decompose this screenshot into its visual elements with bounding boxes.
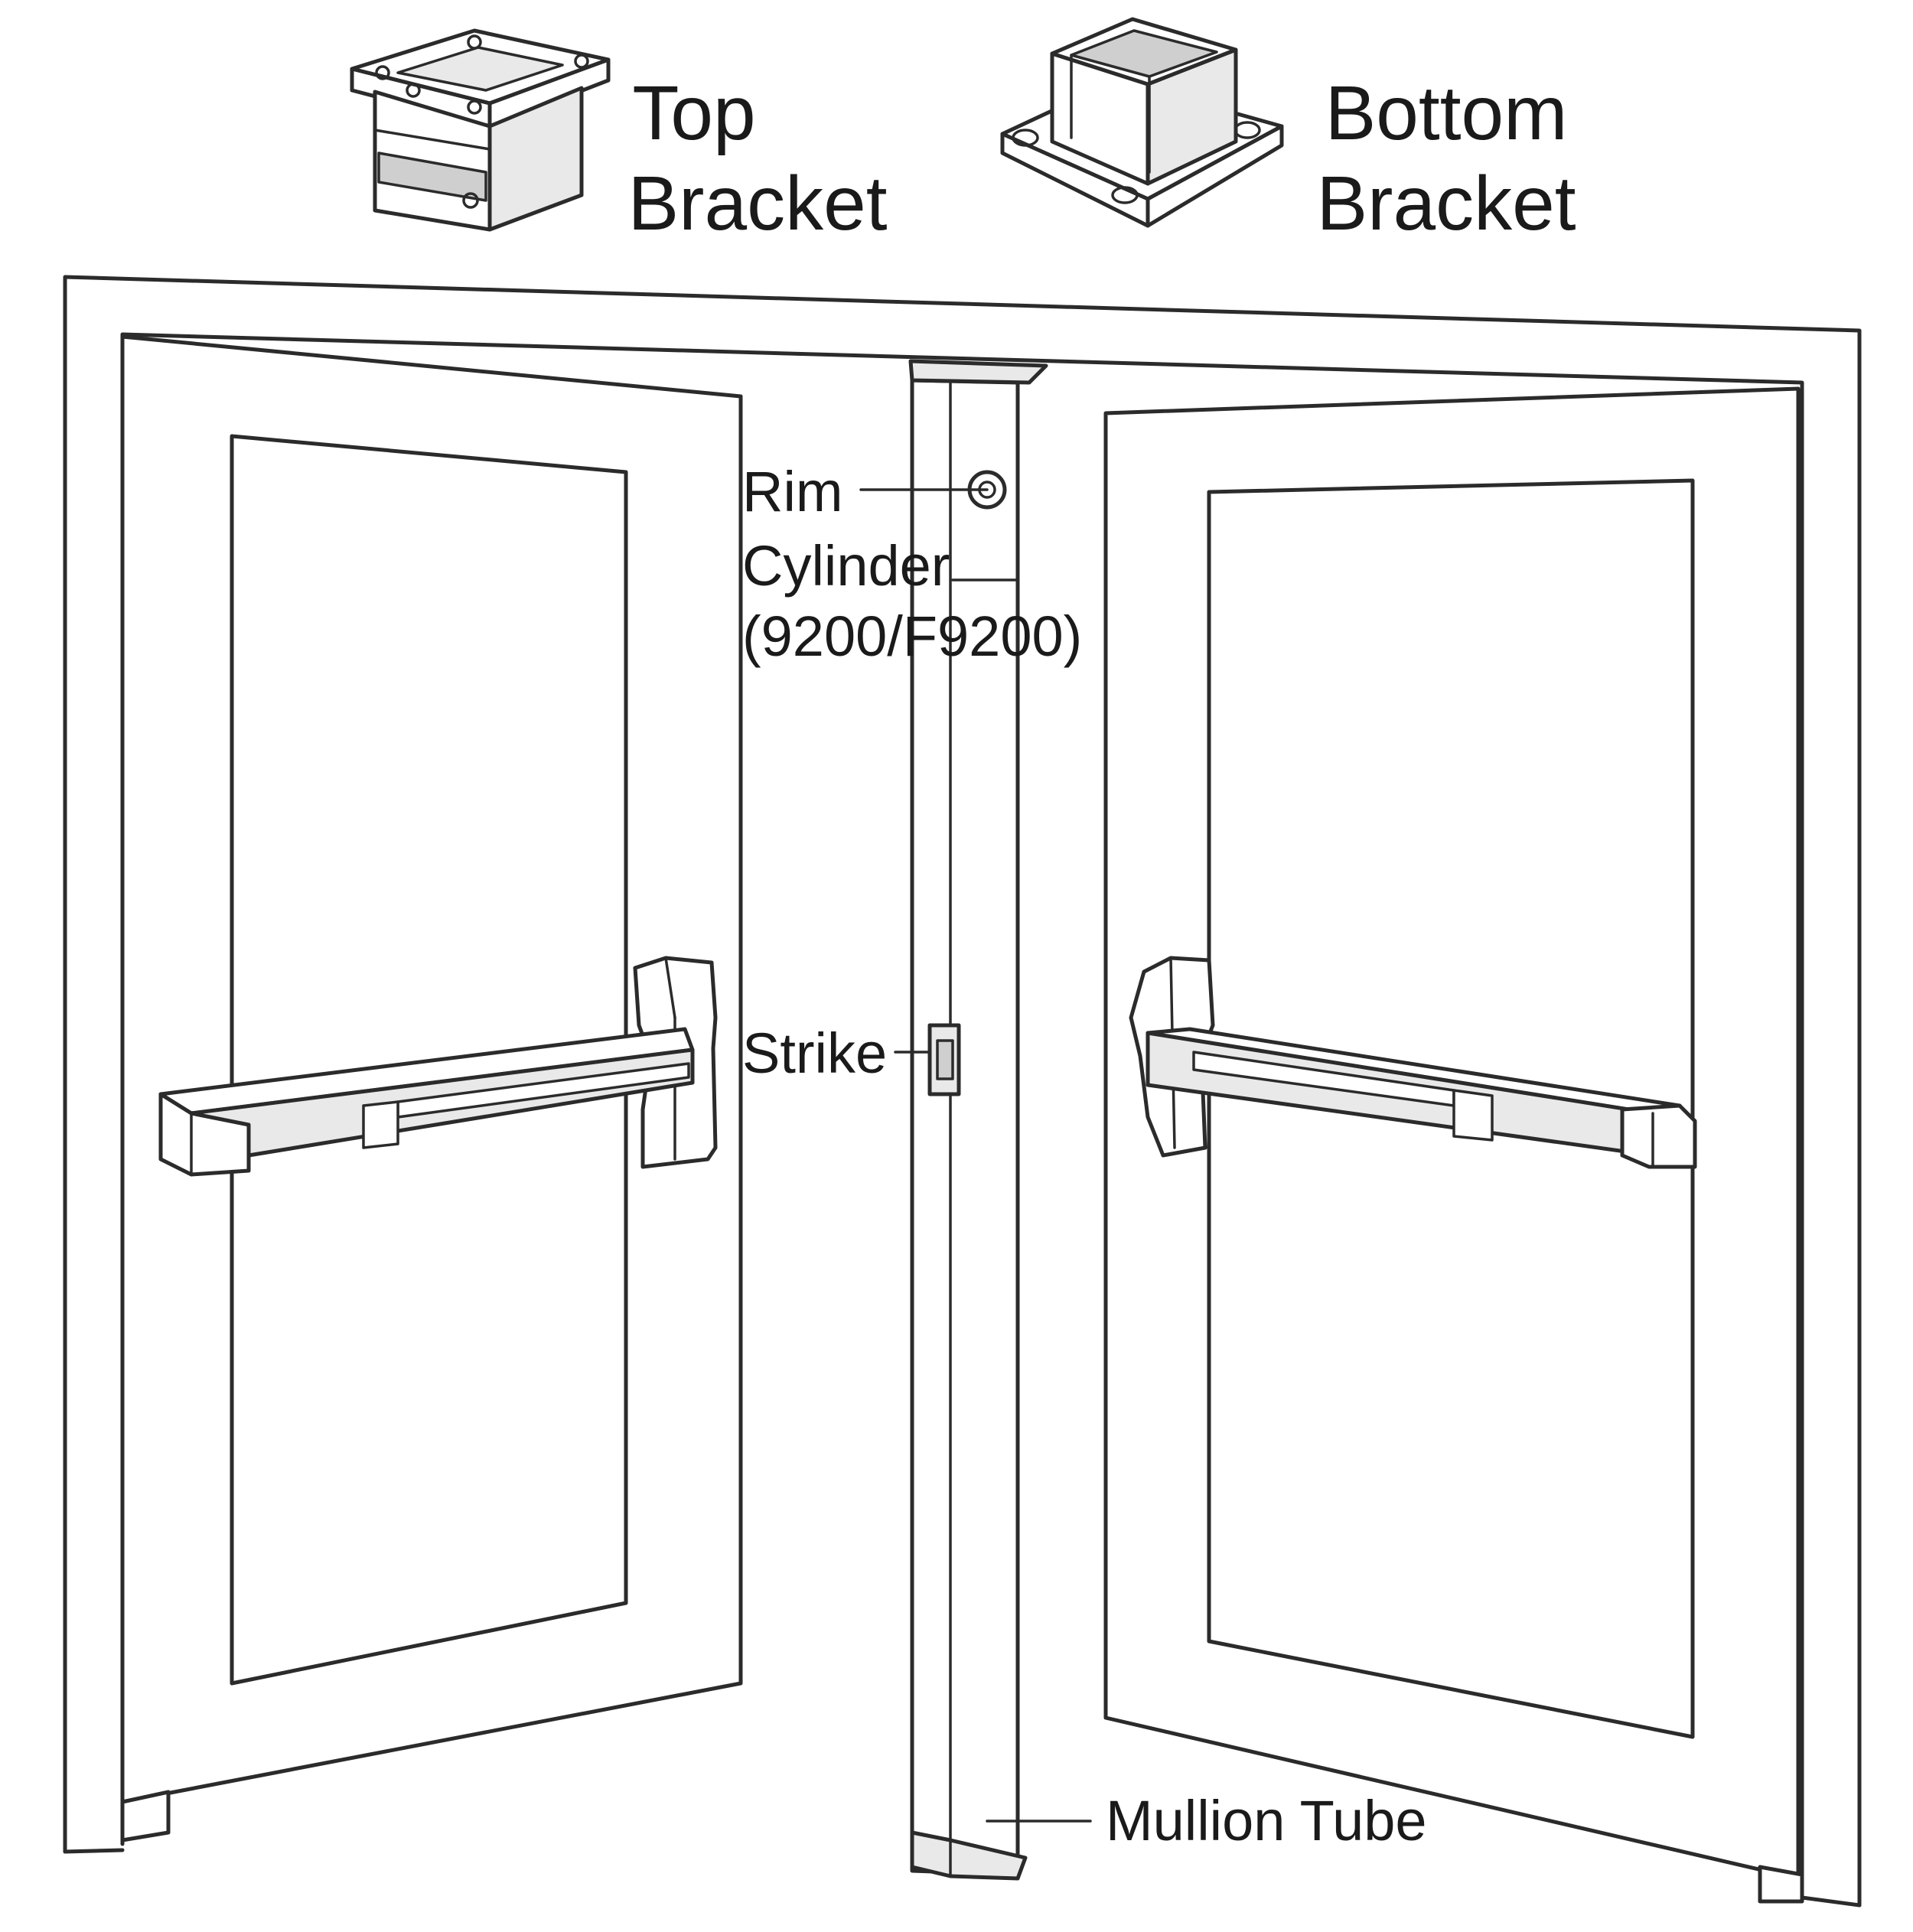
- strike-label: Strike: [742, 1021, 887, 1085]
- bottom-bracket-label-line2: Bracket: [1316, 161, 1576, 246]
- strike-icon: [927, 1023, 961, 1096]
- bottom-bracket-label-line1: Bottom: [1325, 70, 1568, 156]
- rim-cylinder-label-line3: (9200/F9200): [742, 604, 1082, 668]
- top-bracket-icon: [350, 28, 611, 232]
- left-exit-device-icon: [158, 956, 718, 1177]
- rim-cylinder-label-line2: Cylinder: [742, 534, 950, 598]
- mullion-tube-label: Mullion Tube: [1106, 1789, 1427, 1852]
- right-exit-device-icon: [1129, 956, 1697, 1169]
- bottom-bracket-icon: [1000, 17, 1284, 228]
- rim-cylinder-label-line1: Rim: [742, 460, 843, 523]
- right-door: [1103, 386, 1804, 1904]
- top-bracket-label-line1: Top: [632, 70, 755, 156]
- top-bracket-label-line2: Bracket: [627, 161, 887, 246]
